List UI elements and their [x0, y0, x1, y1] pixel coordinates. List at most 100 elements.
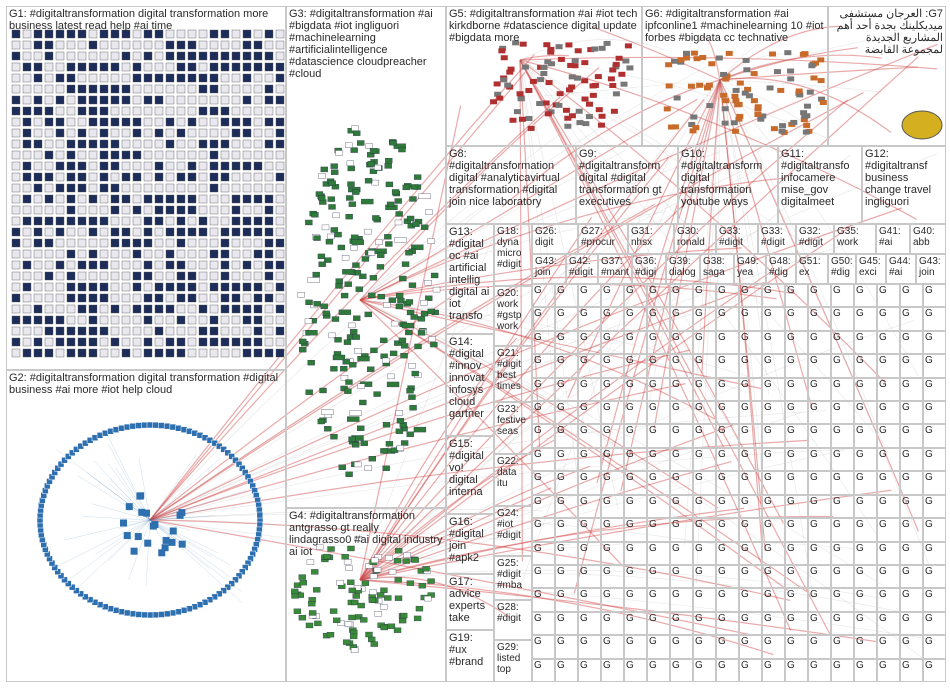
- small-group-tile[interactable]: G: [831, 518, 854, 541]
- small-group-tile[interactable]: G: [693, 518, 716, 541]
- small-group-tile[interactable]: G: [785, 565, 808, 588]
- small-group-tile[interactable]: G: [785, 588, 808, 611]
- group-g26[interactable]: G26: digit: [532, 224, 578, 254]
- small-group-tile[interactable]: G: [785, 635, 808, 658]
- group-g22[interactable]: G22: data itu: [494, 454, 532, 506]
- small-group-tile[interactable]: G: [831, 612, 854, 635]
- small-group-tile[interactable]: G: [716, 471, 739, 494]
- small-group-tile[interactable]: G: [716, 659, 739, 682]
- small-group-tile[interactable]: G: [739, 401, 762, 424]
- small-group-tile[interactable]: G: [555, 448, 578, 471]
- small-group-tile[interactable]: G: [693, 401, 716, 424]
- small-group-tile[interactable]: G: [739, 518, 762, 541]
- small-group-tile[interactable]: G: [900, 378, 923, 401]
- small-group-tile[interactable]: G: [624, 495, 647, 518]
- small-group-tile[interactable]: G: [923, 659, 946, 682]
- small-group-tile[interactable]: G: [555, 331, 578, 354]
- small-group-tile[interactable]: G: [762, 471, 785, 494]
- small-group-tile[interactable]: G: [647, 448, 670, 471]
- small-group-tile[interactable]: G: [532, 424, 555, 447]
- small-group-tile[interactable]: G: [578, 588, 601, 611]
- small-group-tile[interactable]: G: [739, 307, 762, 330]
- small-group-tile[interactable]: G: [900, 612, 923, 635]
- small-group-tile[interactable]: G: [808, 331, 831, 354]
- small-group-tile[interactable]: G: [785, 307, 808, 330]
- small-group-tile[interactable]: G: [693, 588, 716, 611]
- group-g16[interactable]: G16: #digital join #apk2: [446, 514, 494, 574]
- small-group-tile[interactable]: G: [532, 495, 555, 518]
- small-group-tile[interactable]: G: [716, 612, 739, 635]
- small-group-tile[interactable]: G: [601, 659, 624, 682]
- small-group-tile[interactable]: G: [762, 635, 785, 658]
- small-group-tile[interactable]: G: [877, 495, 900, 518]
- small-group-tile[interactable]: G: [831, 424, 854, 447]
- small-group-tile[interactable]: G: [877, 284, 900, 307]
- small-group-tile[interactable]: G: [647, 424, 670, 447]
- small-group-tile[interactable]: G: [762, 401, 785, 424]
- small-group-tile[interactable]: G: [647, 378, 670, 401]
- small-group-tile[interactable]: G: [923, 378, 946, 401]
- small-group-tile[interactable]: G: [785, 378, 808, 401]
- small-group-tile[interactable]: G: [808, 588, 831, 611]
- small-group-tile[interactable]: G: [831, 307, 854, 330]
- small-group-tile[interactable]: G: [716, 635, 739, 658]
- small-group-tile[interactable]: G: [647, 635, 670, 658]
- small-group-tile[interactable]: G: [647, 565, 670, 588]
- small-group-tile[interactable]: G: [762, 307, 785, 330]
- small-group-tile[interactable]: G: [877, 565, 900, 588]
- small-group-tile[interactable]: G: [900, 542, 923, 565]
- small-group-tile[interactable]: G: [624, 284, 647, 307]
- small-group-tile[interactable]: G: [808, 378, 831, 401]
- small-group-tile[interactable]: G: [555, 659, 578, 682]
- group-g34[interactable]: G33: #digit: [716, 224, 758, 254]
- small-group-tile[interactable]: G: [532, 331, 555, 354]
- small-group-tile[interactable]: G: [762, 331, 785, 354]
- group-g45[interactable]: G44: #ai: [886, 254, 916, 284]
- small-group-tile[interactable]: G: [762, 518, 785, 541]
- group-g13[interactable]: G13: #digital oc #ai artificial intellig…: [446, 224, 494, 334]
- small-group-tile[interactable]: G: [601, 495, 624, 518]
- group-g43[interactable]: G43: join: [532, 254, 566, 284]
- small-group-tile[interactable]: G: [831, 495, 854, 518]
- small-group-tile[interactable]: G: [624, 401, 647, 424]
- small-group-tile[interactable]: G: [601, 635, 624, 658]
- small-group-tile[interactable]: G: [624, 659, 647, 682]
- group-g4[interactable]: G4: #digitaltransformation antgrasso gt …: [286, 508, 446, 682]
- small-group-tile[interactable]: G: [578, 401, 601, 424]
- small-group-tile[interactable]: G: [785, 331, 808, 354]
- small-group-tile[interactable]: G: [601, 307, 624, 330]
- small-group-tile[interactable]: G: [808, 471, 831, 494]
- small-group-tile[interactable]: G: [601, 354, 624, 377]
- small-group-tile[interactable]: G: [877, 588, 900, 611]
- group-g15[interactable]: G15: #digital vo! digital interna: [446, 436, 494, 514]
- small-group-tile[interactable]: G: [555, 354, 578, 377]
- small-group-tile[interactable]: G: [693, 354, 716, 377]
- small-group-tile[interactable]: G: [532, 378, 555, 401]
- small-group-tile[interactable]: G: [762, 378, 785, 401]
- small-group-tile[interactable]: G: [624, 518, 647, 541]
- small-group-tile[interactable]: G: [854, 424, 877, 447]
- small-group-tile[interactable]: G: [693, 424, 716, 447]
- small-group-tile[interactable]: G: [693, 448, 716, 471]
- small-group-tile[interactable]: G: [762, 284, 785, 307]
- small-group-tile[interactable]: G: [762, 495, 785, 518]
- small-group-tile[interactable]: G: [854, 401, 877, 424]
- group-g1[interactable]: G1: #digitaltransformation digital trans…: [6, 6, 286, 370]
- small-group-tile[interactable]: G: [670, 354, 693, 377]
- small-group-tile[interactable]: G: [877, 612, 900, 635]
- small-group-tile[interactable]: G: [578, 495, 601, 518]
- small-group-tile[interactable]: G: [716, 565, 739, 588]
- small-group-tile[interactable]: G: [670, 588, 693, 611]
- group-g50[interactable]: G49: yea: [734, 254, 766, 284]
- small-group-tile[interactable]: G: [739, 354, 762, 377]
- group-g19[interactable]: G19: #ux #brand: [446, 630, 494, 682]
- small-group-tile[interactable]: G: [854, 635, 877, 658]
- group-g48[interactable]: G45: exci: [856, 254, 886, 284]
- group-g49[interactable]: G48: #dig: [766, 254, 796, 284]
- small-group-tile[interactable]: G: [854, 659, 877, 682]
- small-group-tile[interactable]: G: [670, 284, 693, 307]
- small-group-tile[interactable]: G: [739, 284, 762, 307]
- small-group-tile[interactable]: G: [762, 448, 785, 471]
- small-group-tile[interactable]: G: [831, 588, 854, 611]
- small-group-tile[interactable]: G: [900, 518, 923, 541]
